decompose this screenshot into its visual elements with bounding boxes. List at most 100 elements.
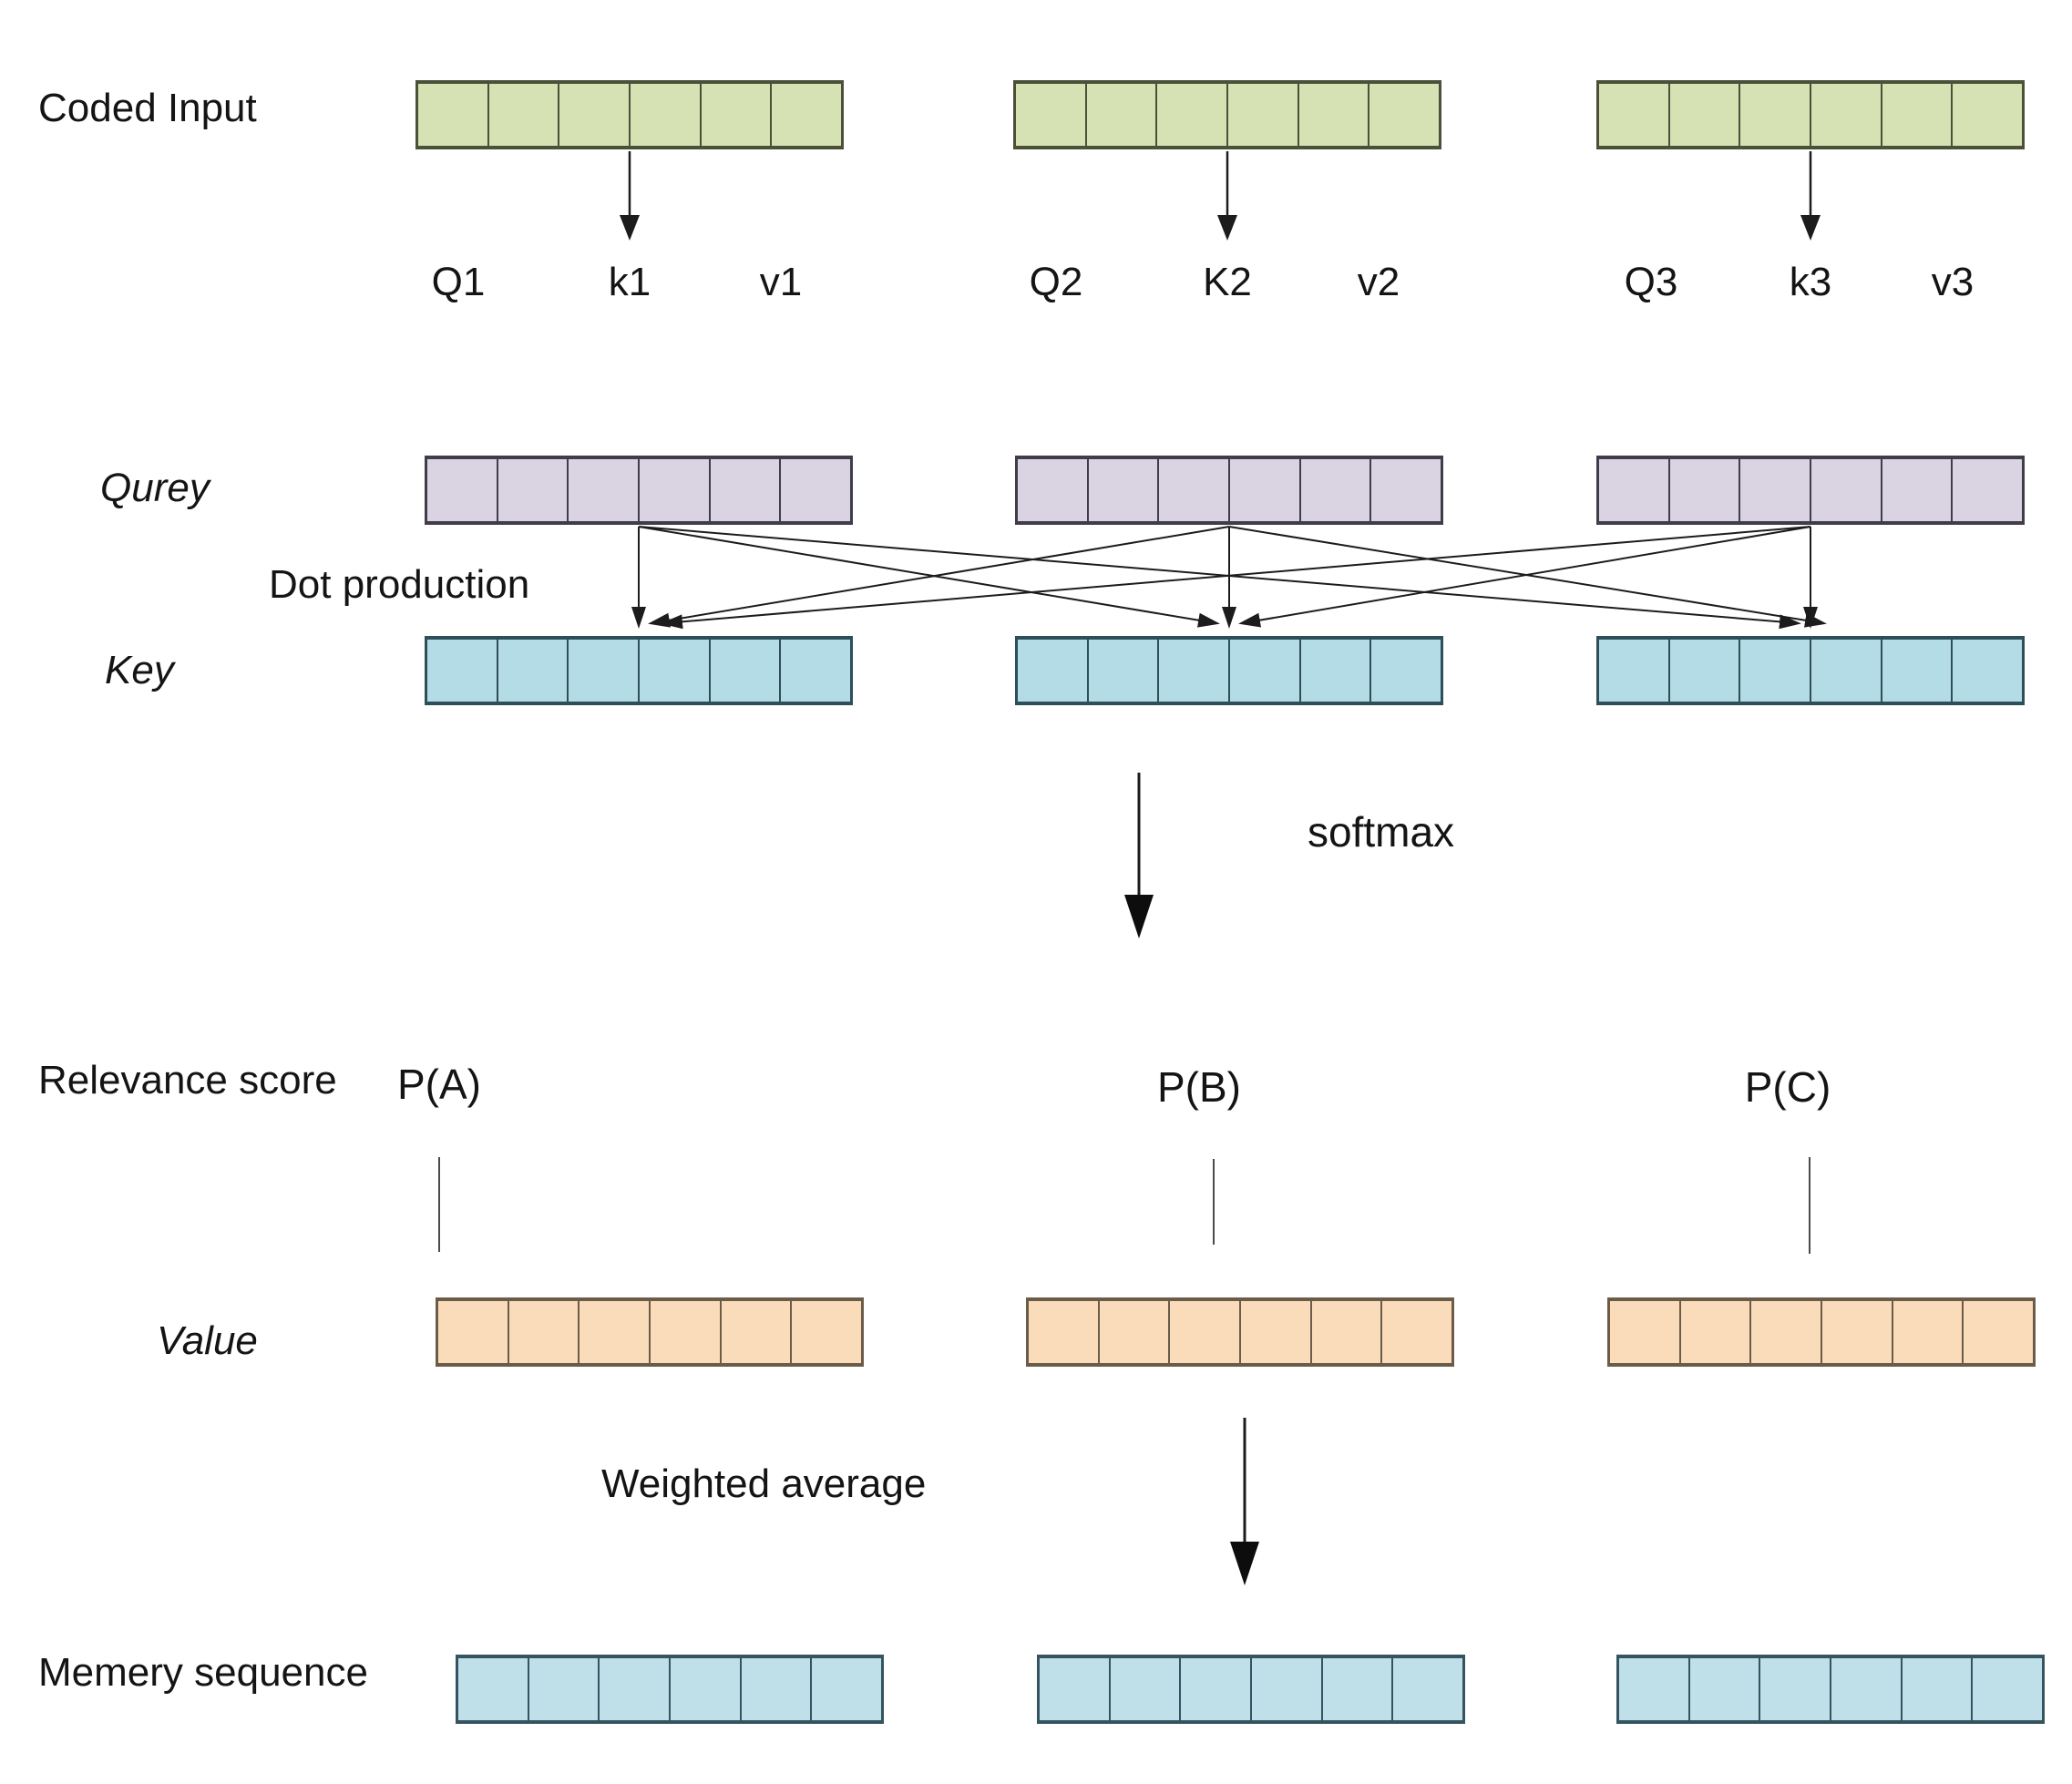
- coded-input-cell: [1599, 84, 1668, 146]
- value-cell: [507, 1301, 579, 1363]
- v3-label: v3: [1931, 260, 1975, 304]
- k2-label: K2: [1203, 260, 1252, 304]
- key-cell: [708, 640, 780, 702]
- key-cell: [1298, 640, 1370, 702]
- coded-input-cell: [1739, 84, 1810, 146]
- key-label: Key: [105, 648, 174, 692]
- key-cell: [1228, 640, 1299, 702]
- value-cell: [719, 1301, 791, 1363]
- dot-product-arrows: [631, 526, 1827, 630]
- coded-input-bar-2: [1013, 80, 1441, 149]
- coded-input-cell: [699, 84, 771, 146]
- query-cell: [1880, 459, 1952, 521]
- query-bar-2: [1015, 456, 1443, 525]
- p-b-label: P(B): [1157, 1063, 1241, 1111]
- memory-sequence-label: Memery sequence: [38, 1650, 368, 1695]
- k1-label: k1: [608, 260, 651, 304]
- query-cell: [1667, 459, 1739, 521]
- query-cell: [1369, 459, 1441, 521]
- coded-input-cell: [487, 84, 559, 146]
- coded-input-cell: [1880, 84, 1952, 146]
- memory-sequence-cell: [1320, 1658, 1392, 1720]
- coded-input-cell: [1951, 84, 2022, 146]
- key-bar-2: [1015, 636, 1443, 705]
- value-cell: [1029, 1301, 1098, 1363]
- memory-sequence-cell: [1971, 1658, 2042, 1720]
- coded-input-label: Coded Input: [38, 86, 257, 130]
- p-c-label: P(C): [1744, 1063, 1831, 1111]
- v2-label: v2: [1357, 260, 1400, 304]
- input-split-arrows: [620, 151, 1821, 241]
- q2-label: Q2: [1029, 260, 1083, 304]
- coded-input-cell: [770, 84, 841, 146]
- memory-sequence-cell: [669, 1658, 740, 1720]
- value-label: Value: [157, 1318, 258, 1363]
- value-cell: [1239, 1301, 1310, 1363]
- memory-sequence-bar-2: [1037, 1655, 1465, 1724]
- coded-input-cell: [629, 84, 700, 146]
- key-cell: [1157, 640, 1228, 702]
- key-cell: [638, 640, 709, 702]
- coded-input-cell: [1810, 84, 1881, 146]
- key-cell: [1086, 640, 1158, 702]
- key-cell: [779, 640, 850, 702]
- relevance-connectors: [438, 1157, 1810, 1254]
- query-cell: [1810, 459, 1881, 521]
- key-cell: [427, 640, 497, 702]
- query-cell: [779, 459, 850, 521]
- value-cell: [1749, 1301, 1821, 1363]
- memory-sequence-cell: [1391, 1658, 1462, 1720]
- key-cell: [1369, 640, 1441, 702]
- memory-sequence-cell: [1619, 1658, 1688, 1720]
- coded-input-bar-3: [1596, 80, 2025, 149]
- query-cell: [567, 459, 638, 521]
- memory-sequence-cell: [739, 1658, 811, 1720]
- value-cell: [1309, 1301, 1381, 1363]
- weighted-average-label: Weighted average: [601, 1461, 927, 1506]
- memory-sequence-cell: [1830, 1658, 1901, 1720]
- key-cell: [1599, 640, 1668, 702]
- value-bar-3: [1607, 1297, 2036, 1367]
- key-cell: [1951, 640, 2022, 702]
- key-cell: [496, 640, 568, 702]
- coded-input-cell: [418, 84, 487, 146]
- query-bar-1: [425, 456, 853, 525]
- query-cell: [1018, 459, 1087, 521]
- memory-sequence-cell: [527, 1658, 599, 1720]
- query-bar-3: [1596, 456, 2025, 525]
- memory-sequence-bar-3: [1616, 1655, 2045, 1724]
- coded-input-cell: [1155, 84, 1226, 146]
- value-cell: [1891, 1301, 1963, 1363]
- key-bar-3: [1596, 636, 2025, 705]
- key-cell: [1018, 640, 1087, 702]
- key-cell: [1739, 640, 1810, 702]
- query-cell: [708, 459, 780, 521]
- memory-sequence-cell: [598, 1658, 669, 1720]
- value-cell: [790, 1301, 861, 1363]
- query-cell: [1228, 459, 1299, 521]
- key-cell: [567, 640, 638, 702]
- key-bar-1: [425, 636, 853, 705]
- memory-sequence-cell: [1179, 1658, 1250, 1720]
- value-cell: [1097, 1301, 1169, 1363]
- softmax-label: softmax: [1308, 808, 1455, 856]
- p-a-label: P(A): [397, 1061, 481, 1108]
- value-cell: [649, 1301, 720, 1363]
- query-cell: [427, 459, 497, 521]
- value-cell: [578, 1301, 649, 1363]
- memory-sequence-cell: [1759, 1658, 1830, 1720]
- coded-input-bar-1: [415, 80, 844, 149]
- memory-sequence-bar-1: [456, 1655, 884, 1724]
- value-cell: [1610, 1301, 1679, 1363]
- value-cell: [1380, 1301, 1451, 1363]
- q1-label: Q1: [431, 260, 486, 304]
- q3-label: Q3: [1624, 260, 1678, 304]
- key-cell: [1667, 640, 1739, 702]
- value-bar-1: [436, 1297, 864, 1367]
- value-cell: [1168, 1301, 1239, 1363]
- memory-sequence-cell: [1687, 1658, 1759, 1720]
- dot-production-label: Dot production: [269, 562, 530, 607]
- query-cell: [1298, 459, 1370, 521]
- value-cell: [1678, 1301, 1750, 1363]
